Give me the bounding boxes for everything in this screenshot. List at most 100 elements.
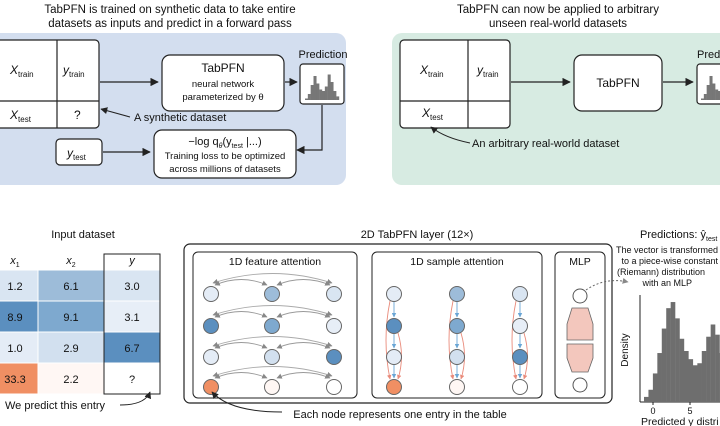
a-prediction-to-loss-arrow — [296, 105, 323, 155]
input-header: y — [128, 255, 136, 267]
a-model-line1: neural network — [192, 79, 255, 90]
histogram-bar — [648, 389, 654, 402]
histogram-bar — [336, 96, 340, 100]
a-loss-box — [153, 129, 297, 179]
sample-node — [386, 349, 402, 365]
feature-node — [203, 286, 219, 302]
input-header: x1 — [9, 255, 20, 269]
panel-b-title-line1: TabPFN can now be applied to arbitrary — [457, 4, 659, 16]
histogram-bar — [313, 76, 317, 100]
realworld-label-arrow — [430, 126, 471, 144]
input-cell — [0, 331, 39, 364]
histogram-bar — [316, 83, 320, 100]
panel-a-title-line2: datasets as inputs and predict in a forw… — [48, 18, 292, 30]
histogram-bar — [305, 98, 309, 100]
pred-y-label: Density — [620, 333, 631, 366]
predict-entry-arrow — [119, 391, 151, 406]
histogram-bar — [701, 98, 705, 100]
input-cell — [37, 300, 105, 333]
mlp-layer-upper — [566, 307, 594, 341]
input-cell-value: 8.9 — [7, 312, 22, 324]
input-cell-value: 6.7 — [124, 343, 139, 355]
histogram-bar — [703, 94, 707, 100]
synthetic-dataset-table — [0, 39, 100, 129]
mlp-output-node — [572, 377, 588, 393]
b-x-train-label: Xtrain — [419, 63, 444, 79]
histogram-bar — [644, 396, 649, 402]
predictions-desc-line4: with an MLP — [641, 278, 692, 288]
b-model-title: TabPFN — [596, 76, 639, 90]
sample-node — [386, 286, 402, 302]
sample-attention-label: 1D sample attention — [410, 256, 504, 268]
histogram-bar — [327, 74, 331, 100]
input-header: x2 — [65, 255, 76, 269]
input-cell-value: 2.2 — [63, 374, 78, 386]
feature-attention-nodes — [203, 273, 342, 395]
histogram-bar — [706, 85, 710, 100]
a-y-train-label: ytrain — [62, 63, 85, 79]
histogram-bar — [715, 334, 720, 402]
sample-attention-edge — [385, 300, 392, 380]
a-prediction-histogram — [305, 74, 340, 100]
predictions-desc-line2: to a piece-wise constant — [621, 256, 718, 266]
input-cell-value: 3.0 — [124, 281, 139, 293]
input-cell — [37, 362, 105, 395]
feature-node — [326, 286, 342, 302]
a-model-line2: parameterized by θ — [182, 92, 263, 103]
a-question-mark: ? — [74, 108, 81, 122]
histogram-bar — [710, 324, 716, 402]
layer-title: 2D TabPFN layer (12×) — [361, 229, 474, 241]
feature-attention-edge — [212, 273, 333, 285]
histogram-bar — [679, 338, 685, 402]
sample-attention-edge — [448, 300, 455, 380]
sample-node — [512, 349, 528, 365]
sample-node — [386, 379, 402, 395]
a-x-test-label: Xtest — [9, 108, 32, 124]
b-y-train-label: ytrain — [476, 63, 499, 79]
feature-attention-edge — [212, 336, 333, 348]
input-cell-value: 9.1 — [63, 312, 78, 324]
panel-b-title-line2: unseen real-world datasets — [489, 18, 627, 30]
feature-node — [326, 349, 342, 365]
histogram-bar — [661, 328, 667, 402]
input-cell — [0, 362, 39, 395]
histogram-bar — [709, 76, 713, 100]
b-prediction-label: Predicti — [697, 49, 720, 61]
mlp-input-node — [572, 288, 588, 304]
pred-tick-5: 5 — [687, 406, 692, 416]
sample-node — [386, 318, 402, 334]
feature-attention-label: 1D feature attention — [229, 256, 321, 268]
a-ytest-box — [55, 138, 103, 166]
node-note: Each node represents one entry in the ta… — [293, 409, 506, 421]
sample-node — [512, 318, 528, 334]
feature-node — [264, 318, 280, 334]
sample-node — [449, 349, 465, 365]
pred-x-label: Predicted y distri — [641, 416, 719, 426]
b-tabpfn-model-box — [573, 54, 663, 112]
histogram-bar — [697, 363, 702, 402]
b-prediction-histogram — [701, 76, 720, 100]
feature-node — [264, 286, 280, 302]
a-model-title: TabPFN — [201, 61, 244, 75]
input-cell-value: 1.0 — [7, 343, 22, 355]
a-ytest-label: ytest — [66, 146, 87, 162]
histogram-bar — [330, 82, 334, 100]
histogram-bar — [684, 351, 689, 402]
synthetic-label-arrow — [100, 107, 131, 118]
sample-node — [449, 379, 465, 395]
feature-node — [203, 379, 219, 395]
histogram-bar — [718, 91, 720, 100]
sample-attention-edge — [511, 300, 518, 380]
b-x-test-label: Xtest — [421, 106, 444, 122]
panel-b-title: TabPFN can now be applied to arbitrary u… — [457, 4, 659, 30]
feature-node — [326, 318, 342, 334]
histogram-bar — [666, 308, 671, 402]
histogram-bar — [657, 353, 662, 402]
histogram-bar — [333, 91, 337, 100]
predictions-desc-line1: The vector is transformed — [616, 245, 718, 255]
mlp-layer-lower — [566, 343, 594, 373]
input-dataset-title: Input dataset — [51, 229, 115, 241]
a-loss-line2: across millions of datasets — [169, 164, 281, 175]
histogram-bar — [712, 83, 716, 100]
